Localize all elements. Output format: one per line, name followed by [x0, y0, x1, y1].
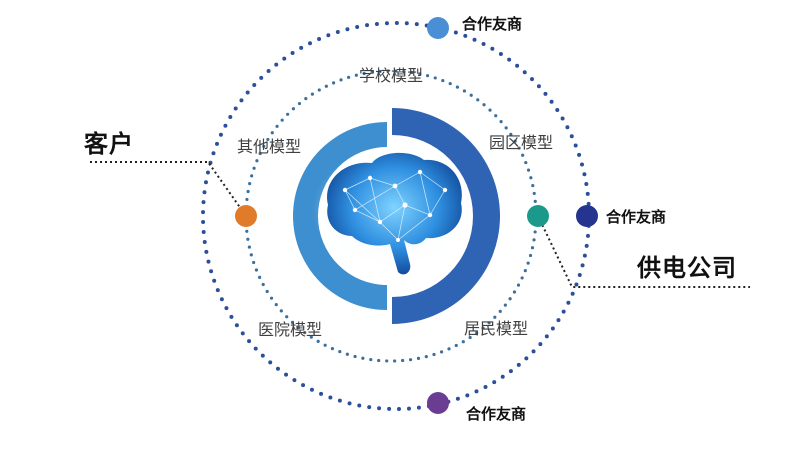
- partner-right-node: [576, 205, 598, 227]
- residential-model-label: 居民模型: [464, 319, 529, 338]
- partner-bottom-label: 合作友商: [466, 405, 527, 423]
- brain-icon: [312, 148, 472, 275]
- park-model-label: 园区模型: [489, 133, 554, 152]
- school-model-label: 学校模型: [359, 66, 424, 85]
- partner-right-label: 合作友商: [606, 208, 667, 226]
- customer-label: 客户: [84, 130, 134, 158]
- hospital-model-label: 医院模型: [258, 320, 323, 339]
- customer-node: [235, 205, 257, 227]
- partner-top-node: [427, 17, 449, 39]
- power-company-connector: [537, 215, 750, 288]
- partner-bottom-node: [427, 392, 449, 414]
- customer-connector: [90, 161, 247, 217]
- power-company-label: 供电公司: [637, 254, 737, 282]
- other-model-label: 其他模型: [237, 137, 302, 156]
- partner-top-label: 合作友商: [462, 15, 523, 33]
- center-ring-right: [392, 108, 500, 324]
- power-company-node: [527, 205, 549, 227]
- center-ring-left: [293, 122, 387, 310]
